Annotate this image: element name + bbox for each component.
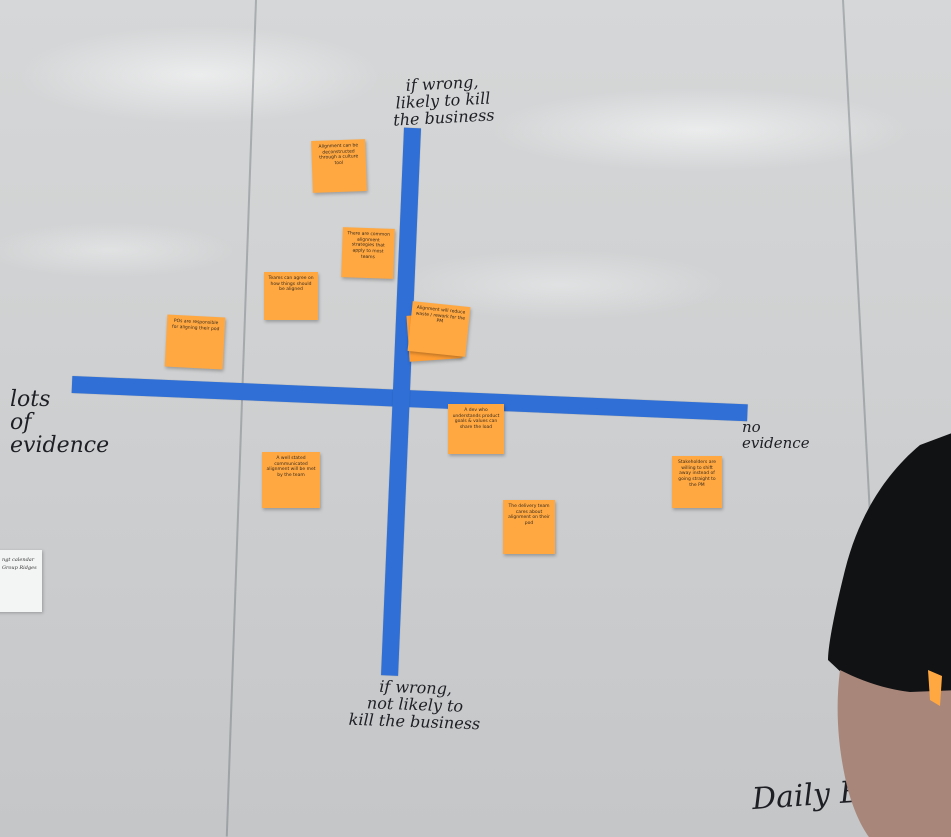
person-silhouette bbox=[828, 433, 951, 837]
card-line: Group Ridges bbox=[2, 565, 37, 571]
index-card: ngt calendar Group Ridges bbox=[0, 550, 42, 612]
sticky-note: Teams can agree on how things should be … bbox=[264, 272, 318, 320]
axis-label-left: lots of evidence bbox=[10, 387, 110, 459]
axis-label-top: if wrong, likely to kill the business bbox=[392, 72, 495, 130]
sticky-note: POs are responsible for aligning their p… bbox=[164, 314, 226, 370]
sticky-note: Alignment will reduce waste / rework for… bbox=[407, 301, 471, 357]
sticky-note: Alignment can be deconstructed through a… bbox=[311, 139, 367, 193]
sticky-note: Stakeholders are willing to shift away i… bbox=[672, 456, 722, 508]
sticky-note: There are common alignment strategies th… bbox=[341, 227, 395, 279]
card-line: ngt calendar bbox=[2, 557, 35, 563]
whiteboard-panel-seam-left bbox=[225, 0, 257, 837]
sticky-note: The delivery team cares about alignment … bbox=[503, 500, 555, 554]
sticky-note: A dev who understands product goals & va… bbox=[448, 404, 504, 454]
axis-label-right: no evidence bbox=[742, 418, 810, 452]
sticky-note: A well stated communicated alignment wil… bbox=[262, 452, 320, 508]
axis-label-bottom: if wrong, not likely to kill the busines… bbox=[348, 676, 481, 733]
